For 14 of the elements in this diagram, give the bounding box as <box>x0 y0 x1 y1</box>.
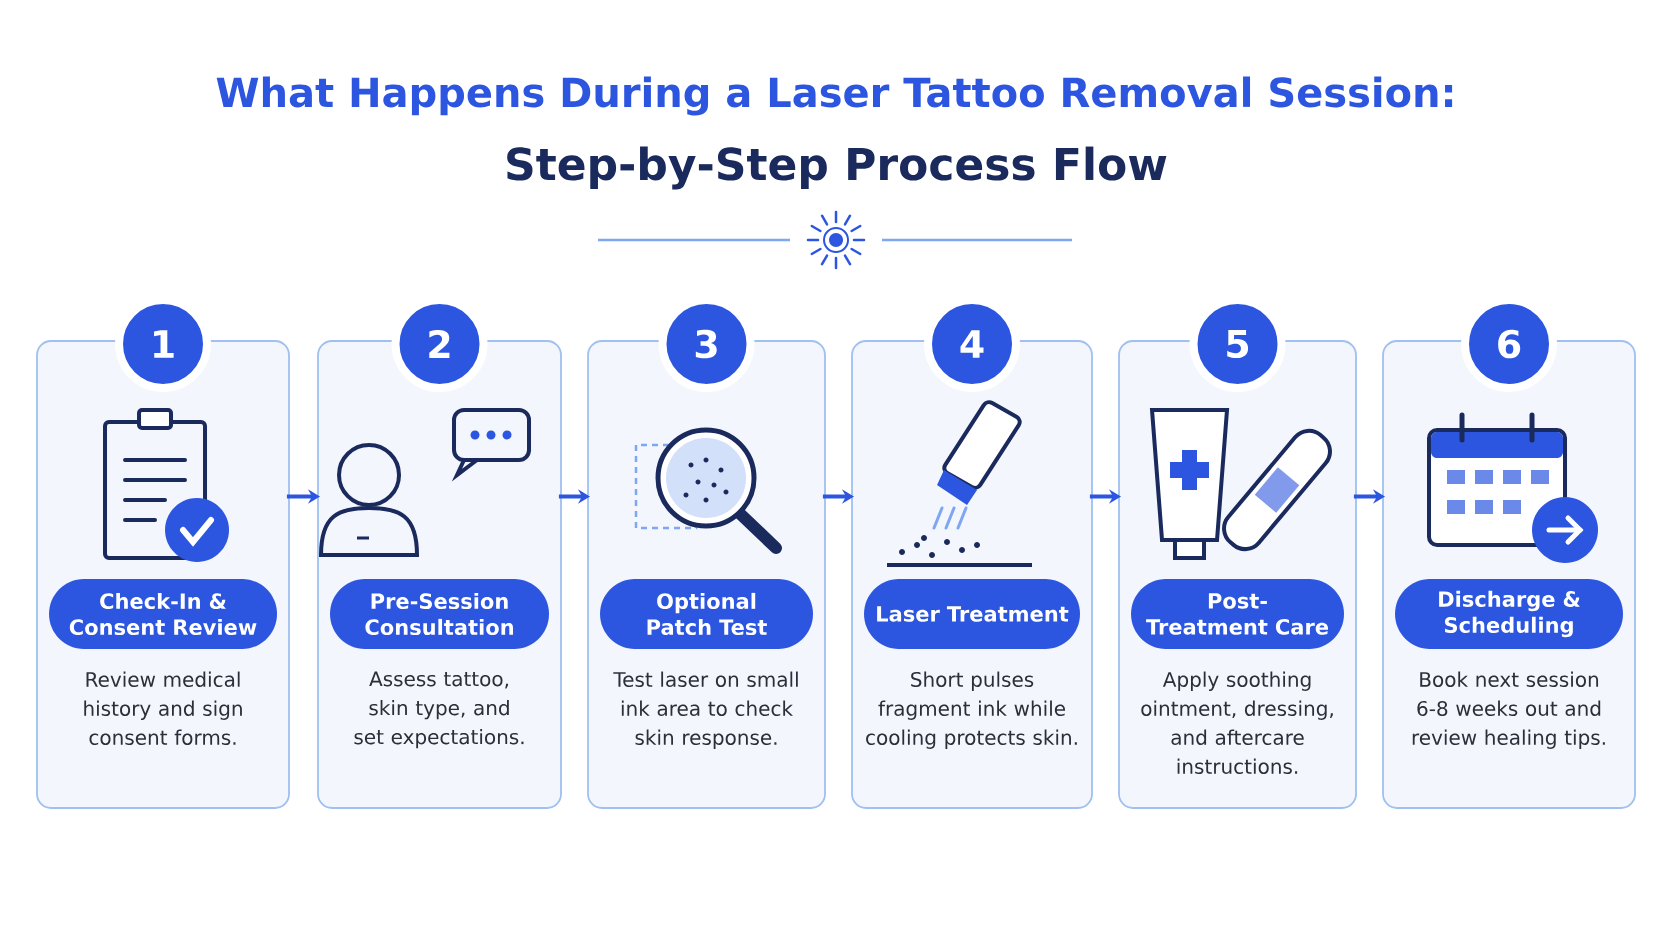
description-text: Assess tattoo, skin type, and set expectations. <box>354 671 524 749</box>
description-text: Book next session 6-8 weeks out and review healing tips. <box>1412 671 1605 749</box>
step-title-pill: Post-Treatment Care <box>1131 579 1344 649</box>
step-title-pill: Check-In & Consent Review <box>49 579 277 649</box>
title: What Happens During a Laser Tattoo Removal Session: <box>216 76 1453 116</box>
step-title-pill: Laser Treatment <box>864 579 1080 649</box>
subtitle: Step-by-Step Process Flow <box>507 146 1167 190</box>
description-text: Review medical history and sign consent forms. <box>84 671 242 745</box>
step-title-pill: Pre-Session Consultation <box>330 579 549 649</box>
description-text: Test laser on small ink area to check skin response. <box>613 671 798 749</box>
description-text: Apply soothing ointment, dressing, and aftercare instructions. <box>1141 671 1333 774</box>
step-title-pill: Discharge & Scheduling <box>1395 579 1623 649</box>
description-text: Short pulses fragment ink while cooling protects skin. <box>866 671 1077 749</box>
step-title-pill: Optional Patch Test <box>600 579 813 649</box>
